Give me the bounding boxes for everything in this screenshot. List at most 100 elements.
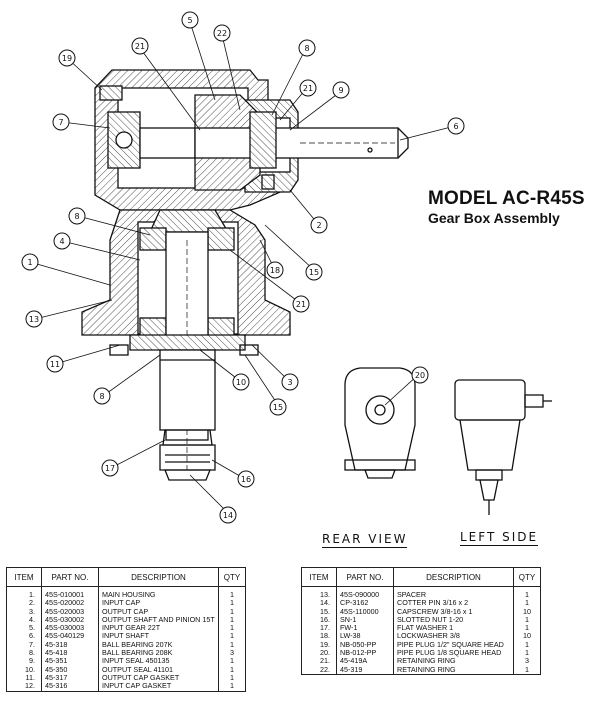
part-number: 45S-090000 (336, 586, 394, 600)
part-description: FLAT WASHER 1 (393, 623, 514, 633)
part-description: CAPSCREW 3/8-16 x 1 (393, 607, 514, 616)
item-number: 11. (6, 673, 42, 683)
part-number: 45-316 (41, 682, 99, 692)
callout-21b: 21 (299, 79, 317, 97)
item-number: 5. (6, 623, 42, 633)
part-description: INPUT SEAL 450135 (98, 657, 219, 666)
left-side-view-drawing (454, 379, 552, 515)
part-qty: 1 (218, 673, 246, 683)
col-qty: QTY (218, 567, 246, 587)
part-qty: 1 (218, 632, 246, 641)
part-qty: 3 (513, 657, 541, 666)
callout-number: 1 (27, 258, 32, 267)
callout-number: 15 (273, 403, 283, 412)
output-cap (129, 334, 246, 351)
part-number: 45-350 (41, 665, 99, 674)
item-number: 21. (301, 657, 337, 666)
part-qty: 1 (218, 657, 246, 666)
part-description: COTTER PIN 3/16 x 2 (393, 598, 514, 608)
col-description: DESCRIPTION (98, 567, 219, 587)
item-number: 9. (6, 657, 42, 666)
callout-number: 17 (105, 464, 115, 473)
part-description: PIPE PLUG 1/8 SQUARE HEAD (393, 648, 514, 658)
callout-6: 6 (447, 117, 465, 135)
callout-10: 10 (232, 373, 250, 391)
part-description: BALL BEARING 207K (98, 640, 219, 650)
part-number: FW-1 (336, 623, 394, 633)
callout-2: 2 (310, 216, 328, 234)
part-qty: 1 (218, 586, 246, 600)
item-number: 16. (301, 615, 337, 625)
part-qty: 1 (513, 648, 541, 658)
callout-15a: 15 (269, 398, 287, 416)
callout-number: 21 (135, 42, 145, 51)
callout-8b: 8 (68, 207, 86, 225)
callout-number: 19 (62, 54, 72, 63)
item-number: 20. (301, 648, 337, 658)
item-number: 6. (6, 632, 42, 641)
callout-number: 5 (187, 16, 192, 25)
col-part-no: PART NO. (41, 567, 99, 587)
part-number: 45S-010001 (41, 586, 99, 600)
callout-number: 14 (223, 511, 233, 520)
rear-view-drawing (344, 367, 416, 479)
item-number: 2. (6, 598, 42, 608)
part-number: 45S-030003 (41, 623, 99, 633)
gearbox-cross-section-drawing: 19 5 21 22 8 21 9 6 7 2 8 4 1 13 11 8 10… (21, 11, 552, 524)
callout-4: 4 (53, 232, 71, 250)
part-description: PIPE PLUG 1/2" SQUARE HEAD (393, 640, 514, 650)
part-description: SPACER (393, 586, 514, 600)
part-number: CP-3162 (336, 598, 394, 608)
item-number: 13. (301, 586, 337, 600)
part-qty: 10 (513, 607, 541, 616)
item-number: 4. (6, 615, 42, 625)
callout-11: 11 (46, 355, 64, 373)
part-number: NB-050-PP (336, 640, 394, 650)
item-number: 1. (6, 586, 42, 600)
callout-number: 16 (241, 475, 251, 484)
callout-number: 8 (74, 212, 79, 221)
item-number: 19. (301, 640, 337, 650)
part-qty: 1 (513, 598, 541, 608)
part-number: 45-319 (336, 665, 394, 675)
item-number: 18. (301, 632, 337, 641)
part-qty: 1 (513, 615, 541, 625)
callout-19: 19 (58, 49, 76, 67)
part-description: RETAINING RING (393, 665, 514, 675)
callout-number: 7 (58, 118, 63, 127)
callout-17: 17 (101, 459, 119, 477)
callout-9: 9 (332, 81, 350, 99)
callout-15b: 15 (305, 263, 323, 281)
callout-number: 22 (217, 29, 227, 38)
callout-8c: 8 (93, 387, 111, 405)
part-qty: 1 (218, 615, 246, 625)
callout-14: 14 (219, 506, 237, 524)
callout-number: 15 (309, 268, 319, 277)
callout-number: 21 (303, 84, 313, 93)
callout-5: 5 (181, 11, 199, 29)
part-number: LW-38 (336, 632, 394, 641)
part-description: INPUT SHAFT (98, 632, 219, 641)
part-qty: 1 (513, 586, 541, 600)
part-number: 45S-040129 (41, 632, 99, 641)
callout-number: 3 (287, 378, 292, 387)
part-qty: 3 (218, 648, 246, 658)
callout-number: 6 (453, 122, 458, 131)
assembly-subtitle: Gear Box Assembly (428, 210, 560, 226)
part-description: LOCKWASHER 3/8 (393, 632, 514, 641)
col-description: DESCRIPTION (393, 567, 514, 587)
part-description: OUTPUT SHAFT AND PINION 15T (98, 615, 219, 625)
callout-8a: 8 (298, 39, 316, 57)
callout-number: 4 (59, 237, 64, 246)
